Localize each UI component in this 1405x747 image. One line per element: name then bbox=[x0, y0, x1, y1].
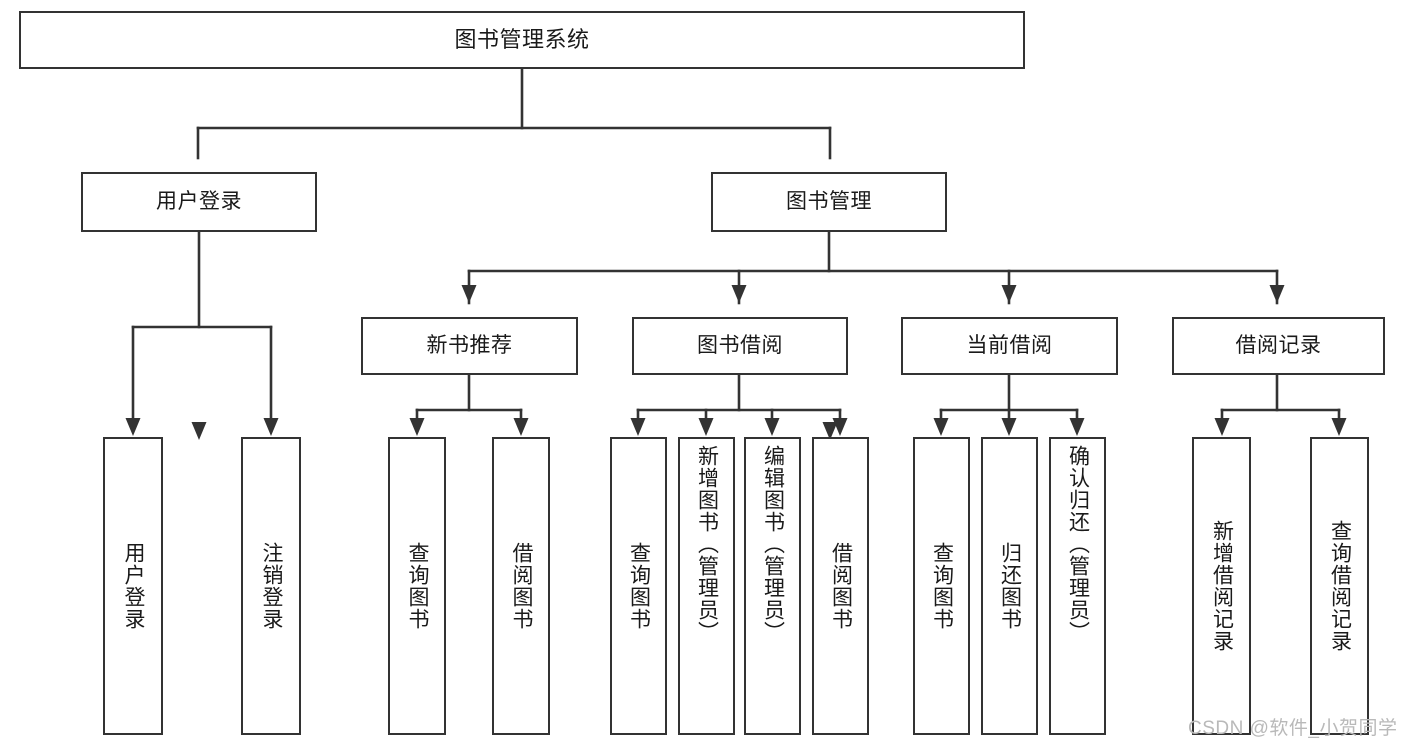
leaf-query-book-recommend[interactable]: 查询图书 bbox=[388, 437, 446, 735]
leaf-confirm-return-admin[interactable]: 确认归还（管理员） bbox=[1049, 437, 1106, 735]
node-label: 借阅图书 bbox=[829, 542, 853, 630]
node-new-book-recommend[interactable]: 新书推荐 bbox=[361, 317, 578, 375]
leaf-add-borrow-record[interactable]: 新增借阅记录 bbox=[1192, 437, 1251, 735]
node-label: 注销登录 bbox=[260, 542, 284, 630]
node-root-system[interactable]: 图书管理系统 bbox=[19, 11, 1025, 69]
leaf-borrow-book-recommend[interactable]: 借阅图书 bbox=[492, 437, 550, 735]
node-label: 确认归还（管理员） bbox=[1066, 445, 1090, 643]
node-label: 用户登录 bbox=[122, 542, 146, 630]
leaf-borrow-book[interactable]: 借阅图书 bbox=[812, 437, 869, 735]
leaf-return-book[interactable]: 归还图书 bbox=[981, 437, 1038, 735]
node-label: 编辑图书（管理员） bbox=[761, 445, 785, 643]
node-label: 归还图书 bbox=[998, 542, 1022, 630]
node-label: 新增借阅记录 bbox=[1210, 520, 1234, 652]
node-label: 借阅记录 bbox=[1235, 333, 1322, 357]
csdn-watermark: CSDN @软件_小贺同学 bbox=[1188, 718, 1398, 739]
node-label: 新书推荐 bbox=[426, 333, 513, 357]
leaf-query-borrow-record[interactable]: 查询借阅记录 bbox=[1310, 437, 1369, 735]
node-label: 当前借阅 bbox=[966, 333, 1053, 357]
node-user-login[interactable]: 用户登录 bbox=[81, 172, 317, 232]
node-label: 查询图书 bbox=[406, 542, 430, 630]
node-book-management[interactable]: 图书管理 bbox=[711, 172, 947, 232]
leaf-query-book-current[interactable]: 查询图书 bbox=[913, 437, 970, 735]
node-label: 借阅图书 bbox=[510, 542, 534, 630]
node-book-borrow[interactable]: 图书借阅 bbox=[632, 317, 848, 375]
node-label: 用户登录 bbox=[156, 189, 242, 213]
leaf-user-login[interactable]: 用户登录 bbox=[103, 437, 163, 735]
node-current-borrow[interactable]: 当前借阅 bbox=[901, 317, 1118, 375]
node-label: 查询图书 bbox=[627, 542, 651, 630]
node-borrow-record[interactable]: 借阅记录 bbox=[1172, 317, 1385, 375]
leaf-query-book-borrow[interactable]: 查询图书 bbox=[610, 437, 667, 735]
leaf-logout[interactable]: 注销登录 bbox=[241, 437, 301, 735]
node-label: 新增图书（管理员） bbox=[695, 445, 719, 643]
leaf-add-book-admin[interactable]: 新增图书（管理员） bbox=[678, 437, 735, 735]
node-label: 图书借阅 bbox=[697, 333, 783, 357]
node-label: 查询借阅记录 bbox=[1328, 520, 1352, 652]
node-label: 图书管理系统 bbox=[454, 27, 590, 53]
node-label: 查询图书 bbox=[930, 542, 954, 630]
node-label: 图书管理 bbox=[786, 189, 872, 213]
leaf-edit-book-admin[interactable]: 编辑图书（管理员） bbox=[744, 437, 801, 735]
